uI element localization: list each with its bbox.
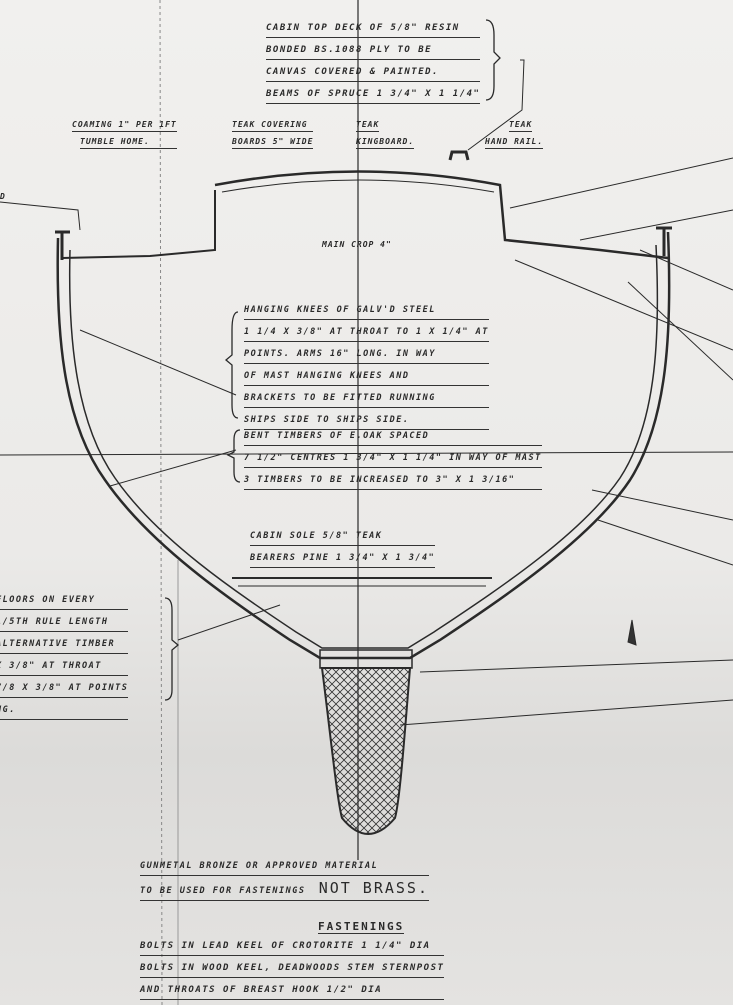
label-maincrop: MAIN CROP 4" <box>322 240 392 249</box>
keel-mark <box>627 619 637 646</box>
note-cabin-sole: CABIN SOLE 5/8" TEAK BEARERS PINE 1 3/4"… <box>250 528 436 572</box>
waterline <box>0 451 733 456</box>
cabin-top <box>214 170 669 260</box>
note-bent-timbers: BENT TIMBERS OF E.OAK SPACED 7 1/2" CENT… <box>244 428 542 494</box>
hull-inner <box>68 244 659 649</box>
hull-outer <box>56 231 671 660</box>
wood-keel <box>319 649 413 669</box>
fastenings-title: FASTENINGS <box>318 920 405 934</box>
note-hanging-knees: HANGING KNEES OF GALV'D STEEL 1 1/4 x 3/… <box>244 302 489 434</box>
label-handrail: TEAK HAND RAIL. <box>485 118 544 152</box>
stanchion-left <box>55 230 70 260</box>
deck-left <box>61 190 216 259</box>
lead-keel <box>320 667 412 835</box>
note-material: GUNMETAL BRONZE OR APPROVED MATERIAL TO … <box>140 858 429 905</box>
stanchion-right <box>656 226 672 256</box>
cabin-top-inner <box>221 179 495 193</box>
label-left-edge: D <box>0 192 6 201</box>
not-brass: NOT BRASS. <box>318 879 429 897</box>
note-floors: FLOORS ON EVERY 1/5TH RULE LENGTH ALTERN… <box>0 592 129 724</box>
label-coaming: COAMING 1" PER 1FT TUMBLE HOME. <box>72 118 177 152</box>
label-kingboard: TEAK KINGBOARD. <box>356 118 415 152</box>
handrail <box>448 150 470 161</box>
note-cabin-top-deck: CABIN TOP DECK OF 5/8" RESIN BONDED BS.1… <box>266 20 481 108</box>
label-teak-covering: TEAK COVERING BOARDS 5" WIDE <box>232 118 314 152</box>
note-fastenings: BOLTS IN LEAD KEEL OF CROTORITE 1 1/4" D… <box>140 938 445 1004</box>
